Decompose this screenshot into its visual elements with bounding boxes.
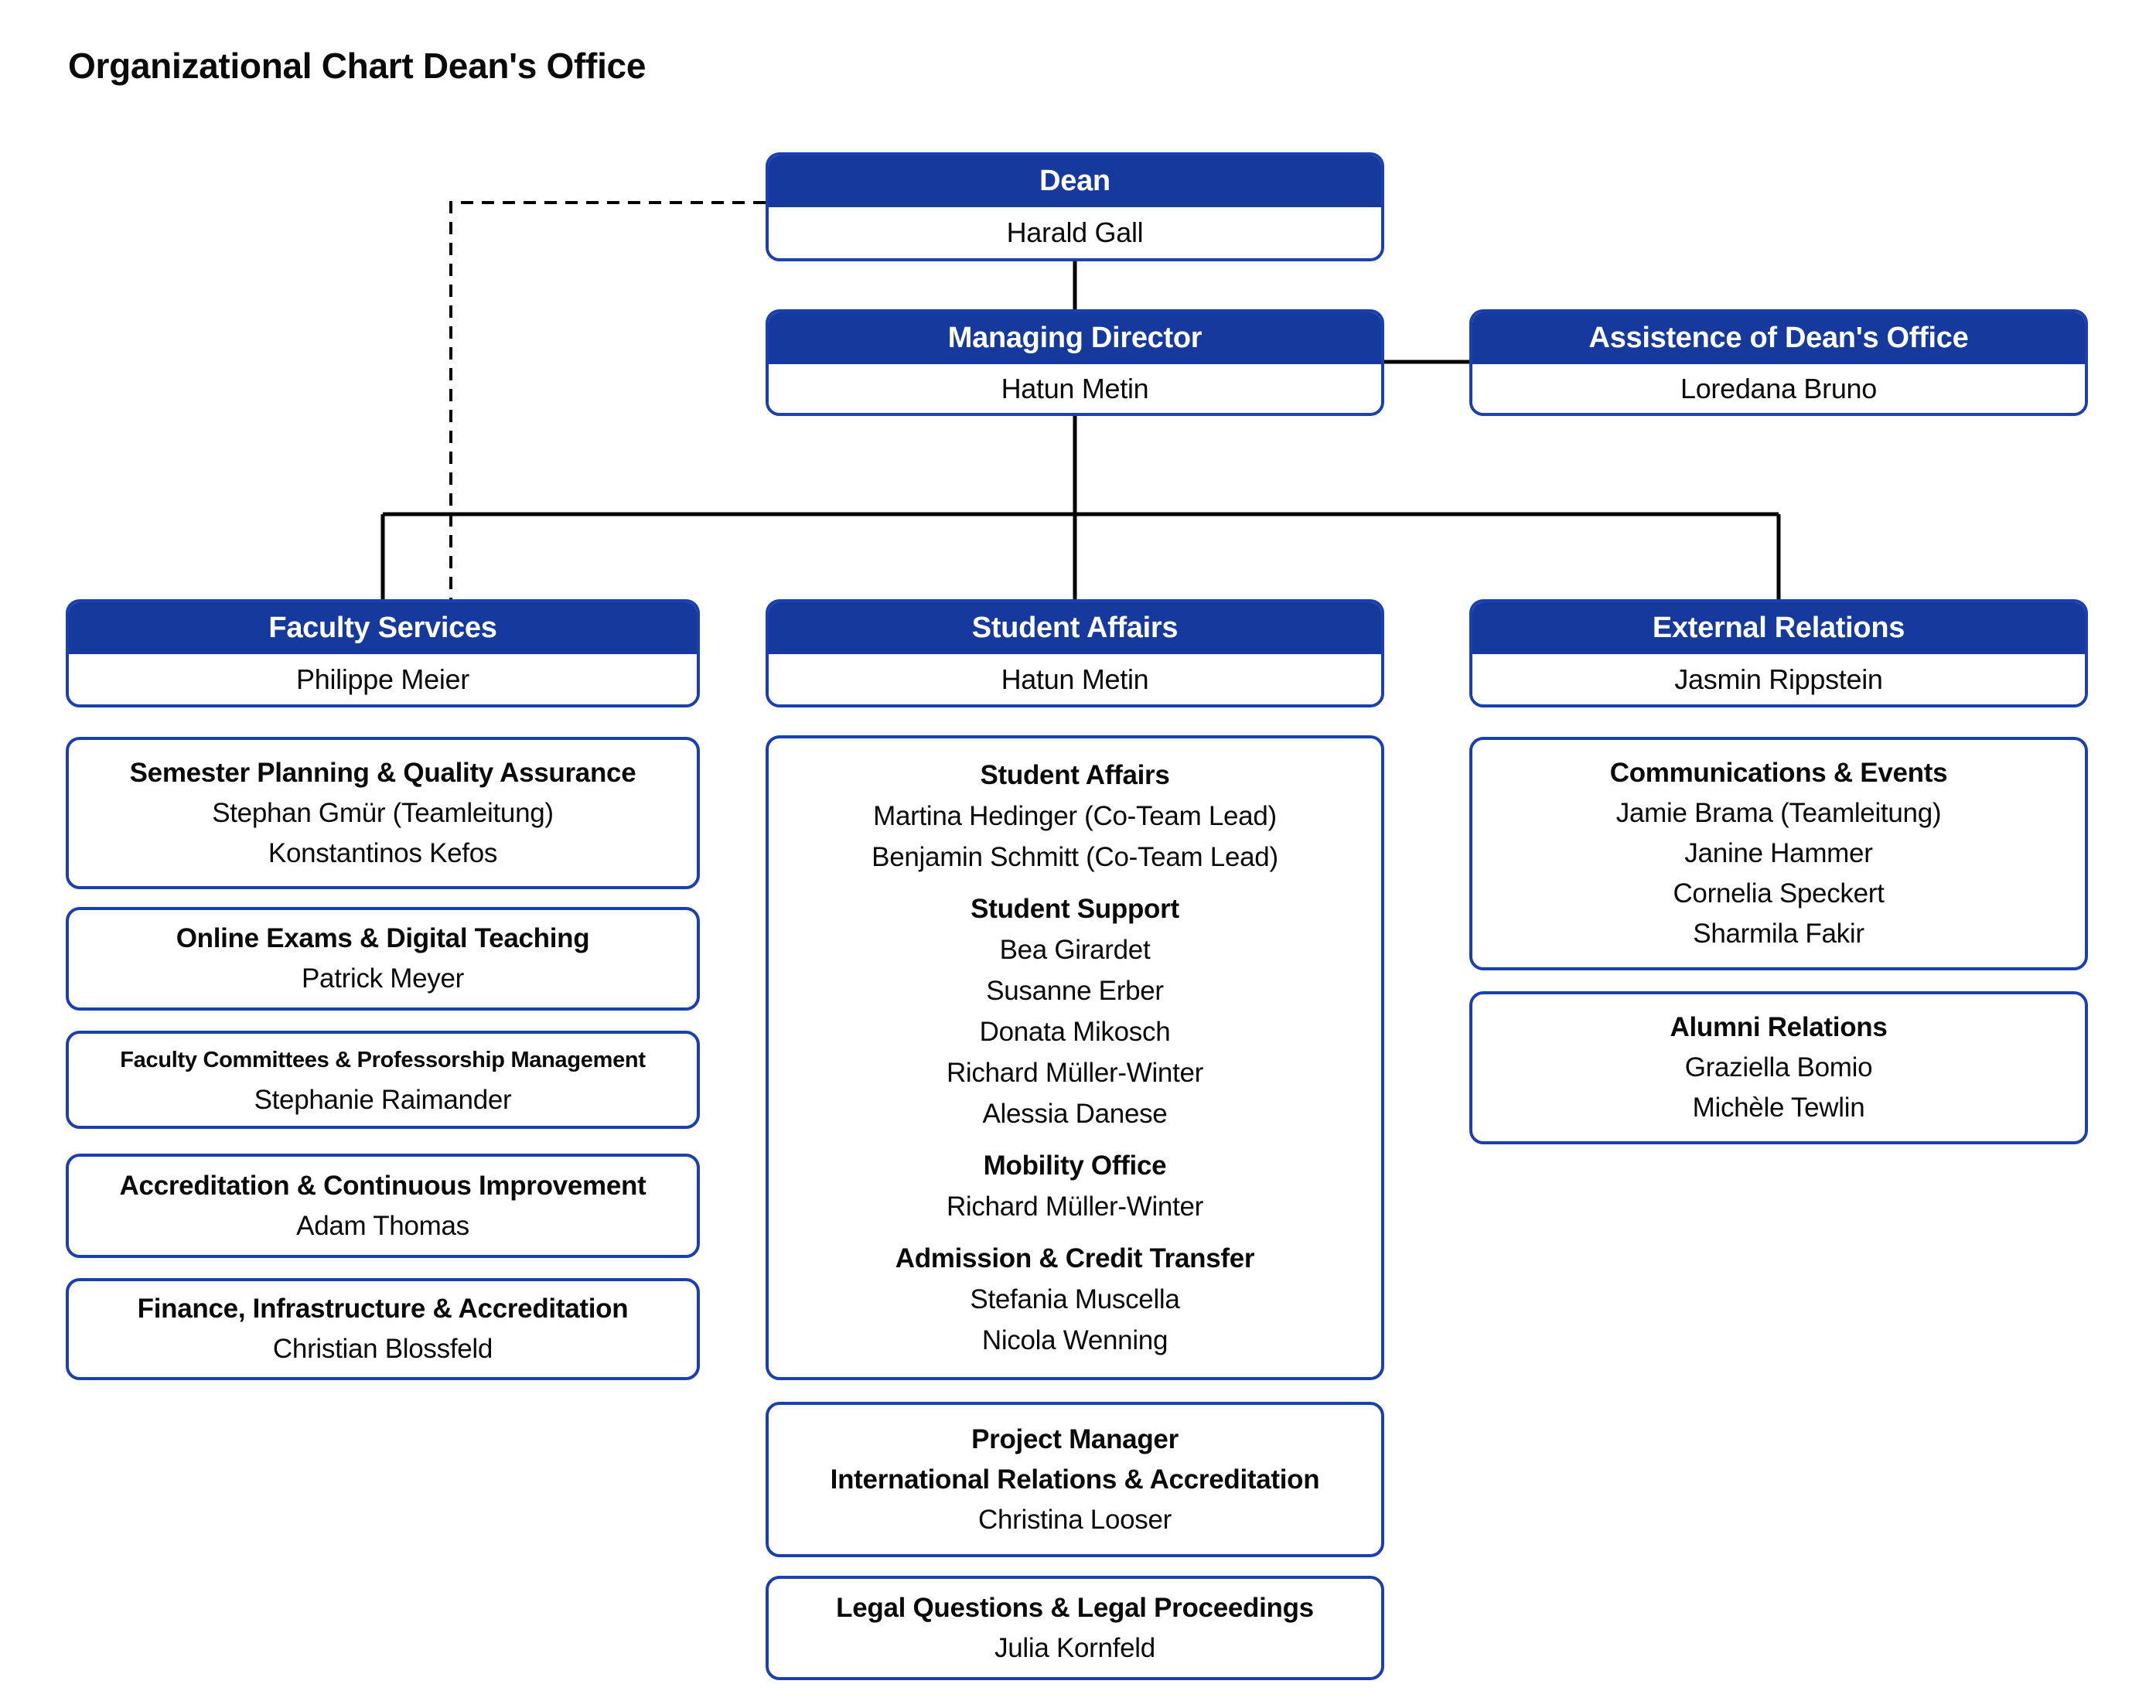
team-member: Richard Müller-Winter <box>946 1192 1204 1222</box>
unit-title: International Relations & Accreditation <box>830 1464 1320 1495</box>
unit-title: Semester Planning & Quality Assurance <box>129 757 636 788</box>
team-section-title: Student Support <box>971 894 1179 924</box>
unit-project-manager: Project Manager International Relations … <box>766 1402 1384 1557</box>
managing-director-box-title: Managing Director <box>769 312 1381 364</box>
team-section-title: Admission & Credit Transfer <box>895 1243 1255 1273</box>
team-member: Richard Müller-Winter <box>946 1058 1204 1088</box>
faculty-services-box: Faculty Services Philippe Meier <box>66 599 700 707</box>
faculty-services-box-name: Philippe Meier <box>69 654 697 704</box>
external-relations-box-title: External Relations <box>1472 602 2085 654</box>
dean-box-name: Harald Gall <box>769 207 1381 258</box>
student-affairs-box-name: Hatun Metin <box>769 654 1381 704</box>
unit-accreditation-improvement: Accreditation & Continuous Improvement A… <box>66 1154 700 1258</box>
unit-member: Stephan Gmür (Teamleitung) <box>212 797 554 828</box>
page-title: Organizational Chart Dean's Office <box>68 46 646 86</box>
unit-member: Sharmila Fakir <box>1693 919 1864 949</box>
external-relations-box-name: Jasmin Rippstein <box>1472 654 2085 704</box>
unit-alumni-relations: Alumni Relations Graziella Bomio Michèle… <box>1469 991 2088 1144</box>
unit-communications-events: Communications & Events Jamie Brama (Tea… <box>1469 737 2088 970</box>
unit-title: Alumni Relations <box>1670 1012 1888 1042</box>
unit-member: Christian Blossfeld <box>272 1334 493 1364</box>
unit-semester-planning: Semester Planning & Quality Assurance St… <box>66 737 700 889</box>
assistance-box: Assistence of Dean's Office Loredana Bru… <box>1469 309 2088 416</box>
unit-member: Adam Thomas <box>296 1210 469 1241</box>
team-member: Alessia Danese <box>982 1099 1168 1129</box>
unit-member: Julia Kornfeld <box>994 1632 1155 1663</box>
team-member: Martina Hedinger (Co-Team Lead) <box>873 801 1277 831</box>
team-section-admission-credit-transfer: Admission & Credit Transfer Stefania Mus… <box>895 1238 1255 1361</box>
unit-member: Jamie Brama (Teamleitung) <box>1615 798 1942 828</box>
unit-title: Legal Questions & Legal Proceedings <box>836 1592 1314 1623</box>
team-member: Susanne Erber <box>986 976 1164 1006</box>
unit-title: Faculty Committees & Professorship Manag… <box>120 1047 646 1072</box>
student-affairs-box-title: Student Affairs <box>769 602 1381 654</box>
unit-title: Project Manager <box>971 1423 1179 1454</box>
student-affairs-box: Student Affairs Hatun Metin <box>766 599 1384 707</box>
unit-title: Online Exams & Digital Teaching <box>176 923 590 953</box>
team-member: Stefania Muscella <box>970 1284 1180 1314</box>
unit-title: Accreditation & Continuous Improvement <box>119 1170 646 1201</box>
dean-box: Dean Harald Gall <box>766 152 1384 261</box>
unit-faculty-committees: Faculty Committees & Professorship Manag… <box>66 1031 700 1129</box>
unit-member: Christina Looser <box>977 1504 1172 1535</box>
assistance-box-title: Assistence of Dean's Office <box>1472 312 2085 364</box>
team-section-title: Student Affairs <box>980 760 1170 790</box>
external-relations-box: External Relations Jasmin Rippstein <box>1469 599 2088 707</box>
dean-box-title: Dean <box>769 155 1381 207</box>
team-member: Nicola Wenning <box>981 1325 1168 1355</box>
team-section-student-affairs: Student Affairs Martina Hedinger (Co-Tea… <box>872 755 1278 878</box>
team-section-student-support: Student Support Bea Girardet Susanne Erb… <box>947 888 1203 1134</box>
unit-title: Finance, Infrastructure & Accreditation <box>137 1294 629 1324</box>
unit-member: Patrick Meyer <box>301 963 465 994</box>
team-section-mobility-office: Mobility Office Richard Müller-Winter <box>947 1145 1203 1227</box>
line-dean-to-faculty-services-dashed <box>449 201 766 599</box>
unit-member: Janine Hammer <box>1684 838 1873 868</box>
unit-member: Stephanie Raimander <box>254 1084 512 1115</box>
managing-director-box: Managing Director Hatun Metin <box>766 309 1384 416</box>
unit-title: Communications & Events <box>1609 758 1948 788</box>
unit-member: Michèle Tewlin <box>1692 1093 1865 1123</box>
team-member: Benjamin Schmitt (Co-Team Lead) <box>872 842 1278 872</box>
faculty-services-box-title: Faculty Services <box>69 602 697 654</box>
assistance-box-name: Loredana Bruno <box>1472 364 2085 413</box>
team-member: Donata Mikosch <box>979 1017 1171 1047</box>
student-affairs-team-box: Student Affairs Martina Hedinger (Co-Tea… <box>766 735 1384 1380</box>
unit-online-exams: Online Exams & Digital Teaching Patrick … <box>66 907 700 1011</box>
team-member: Bea Girardet <box>999 935 1151 965</box>
unit-finance-infrastructure: Finance, Infrastructure & Accreditation … <box>66 1278 700 1380</box>
unit-member: Graziella Bomio <box>1684 1052 1873 1082</box>
unit-legal-questions: Legal Questions & Legal Proceedings Juli… <box>766 1576 1384 1680</box>
unit-member: Cornelia Speckert <box>1673 878 1885 909</box>
managing-director-box-name: Hatun Metin <box>769 364 1381 413</box>
unit-member: Konstantinos Kefos <box>268 837 498 868</box>
team-section-title: Mobility Office <box>983 1151 1167 1181</box>
